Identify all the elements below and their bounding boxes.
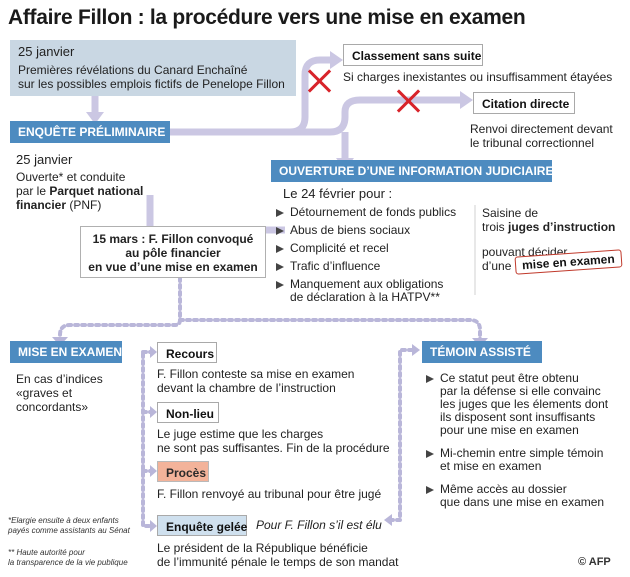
citation-desc-line2: le tribunal correctionnel	[470, 136, 595, 150]
enquete-line2: par le Parquet national	[16, 184, 144, 198]
mise-en-examen-header: MISE EN EXAMEN	[10, 341, 122, 363]
charge-item: Manquement aux obligations de déclaratio…	[276, 278, 472, 304]
first-revelations-line2: sur les possibles emplois fictifs de Pen…	[18, 77, 285, 91]
temoin-assiste-header: TÉMOIN ASSISTÉ	[422, 341, 542, 363]
dotted-temoin-to-gelee	[390, 348, 414, 522]
charge-item: Complicité et recel	[276, 242, 472, 255]
rejected-x-icon	[395, 88, 421, 114]
first-revelations-date: 25 janvier	[18, 44, 75, 59]
convocation-box: 15 mars : F. Fillon convoqué au pôle fin…	[80, 226, 266, 278]
information-judiciaire-header: OUVERTURE D’UNE INFORMATION JUDICIAIRE	[271, 160, 553, 182]
dotted-vertical-issues	[141, 352, 152, 528]
non-lieu-desc: Le juge estime que les charges ne sont p…	[157, 427, 390, 455]
non-lieu-label: Non-lieu	[157, 402, 219, 423]
enquete-gelee-label: Enquête gelée	[157, 515, 247, 536]
information-date-line: Le 24 février pour :	[283, 186, 393, 201]
recours-label: Recours	[157, 342, 217, 363]
charges-list: Détournement de fonds publics Abus de bi…	[276, 206, 472, 304]
first-revelations-line1: Premières révélations du Canard Enchaîné	[18, 63, 248, 77]
rejected-x-icon	[306, 68, 332, 94]
citation-desc-line1: Renvoi directement devant	[470, 122, 613, 136]
enquete-line1: Ouverte* et conduite	[16, 170, 126, 184]
charge-item: Détournement de fonds publics	[276, 206, 472, 219]
classement-desc: Si charges inexistantes ou insuffisammen…	[343, 70, 613, 84]
mise-en-examen-desc: En cas d’indices «graves et concordants»	[16, 372, 103, 414]
enquete-gelee-condition: Pour F. Fillon s’il est élu	[256, 518, 382, 532]
enquete-preliminaire-details: 25 janvier Ouverte* et conduite par le P…	[16, 152, 186, 212]
enquete-preliminaire-header: ENQUÊTE PRÉLIMINAIRE	[10, 121, 170, 143]
classement-sans-suite-label: Classement sans suite	[343, 44, 483, 66]
dotted-to-temoin	[178, 318, 482, 342]
enquete-line3: financier (PNF)	[16, 198, 102, 212]
citation-directe-label: Citation directe	[473, 92, 575, 114]
charge-item: Trafic d’influence	[276, 260, 472, 273]
afp-credit: © AFP	[578, 556, 611, 568]
dotted-to-mise-en-examen	[58, 276, 182, 340]
footnote-2: ** Haute autorité pour la transparence d…	[8, 548, 128, 567]
enquete-date: 25 janvier	[16, 152, 73, 167]
proces-desc: F. Fillon renvoyé au tribunal pour être …	[157, 487, 382, 501]
first-revelations-box: 25 janvier Premières révélations du Cana…	[10, 40, 296, 96]
charge-item: Abus de biens sociaux	[276, 224, 472, 237]
footnote-1: *Elargie ensuite à deux enfants payés co…	[8, 516, 130, 535]
arrow-to-citation	[300, 96, 460, 136]
enquete-gelee-desc: Le président de la République bénéficie …	[157, 541, 399, 569]
recours-desc: F. Fillon conteste sa mise en examen dev…	[157, 367, 355, 395]
page-title: Affaire Fillon : la procédure vers une m…	[8, 6, 526, 29]
proces-label: Procès	[157, 461, 209, 482]
